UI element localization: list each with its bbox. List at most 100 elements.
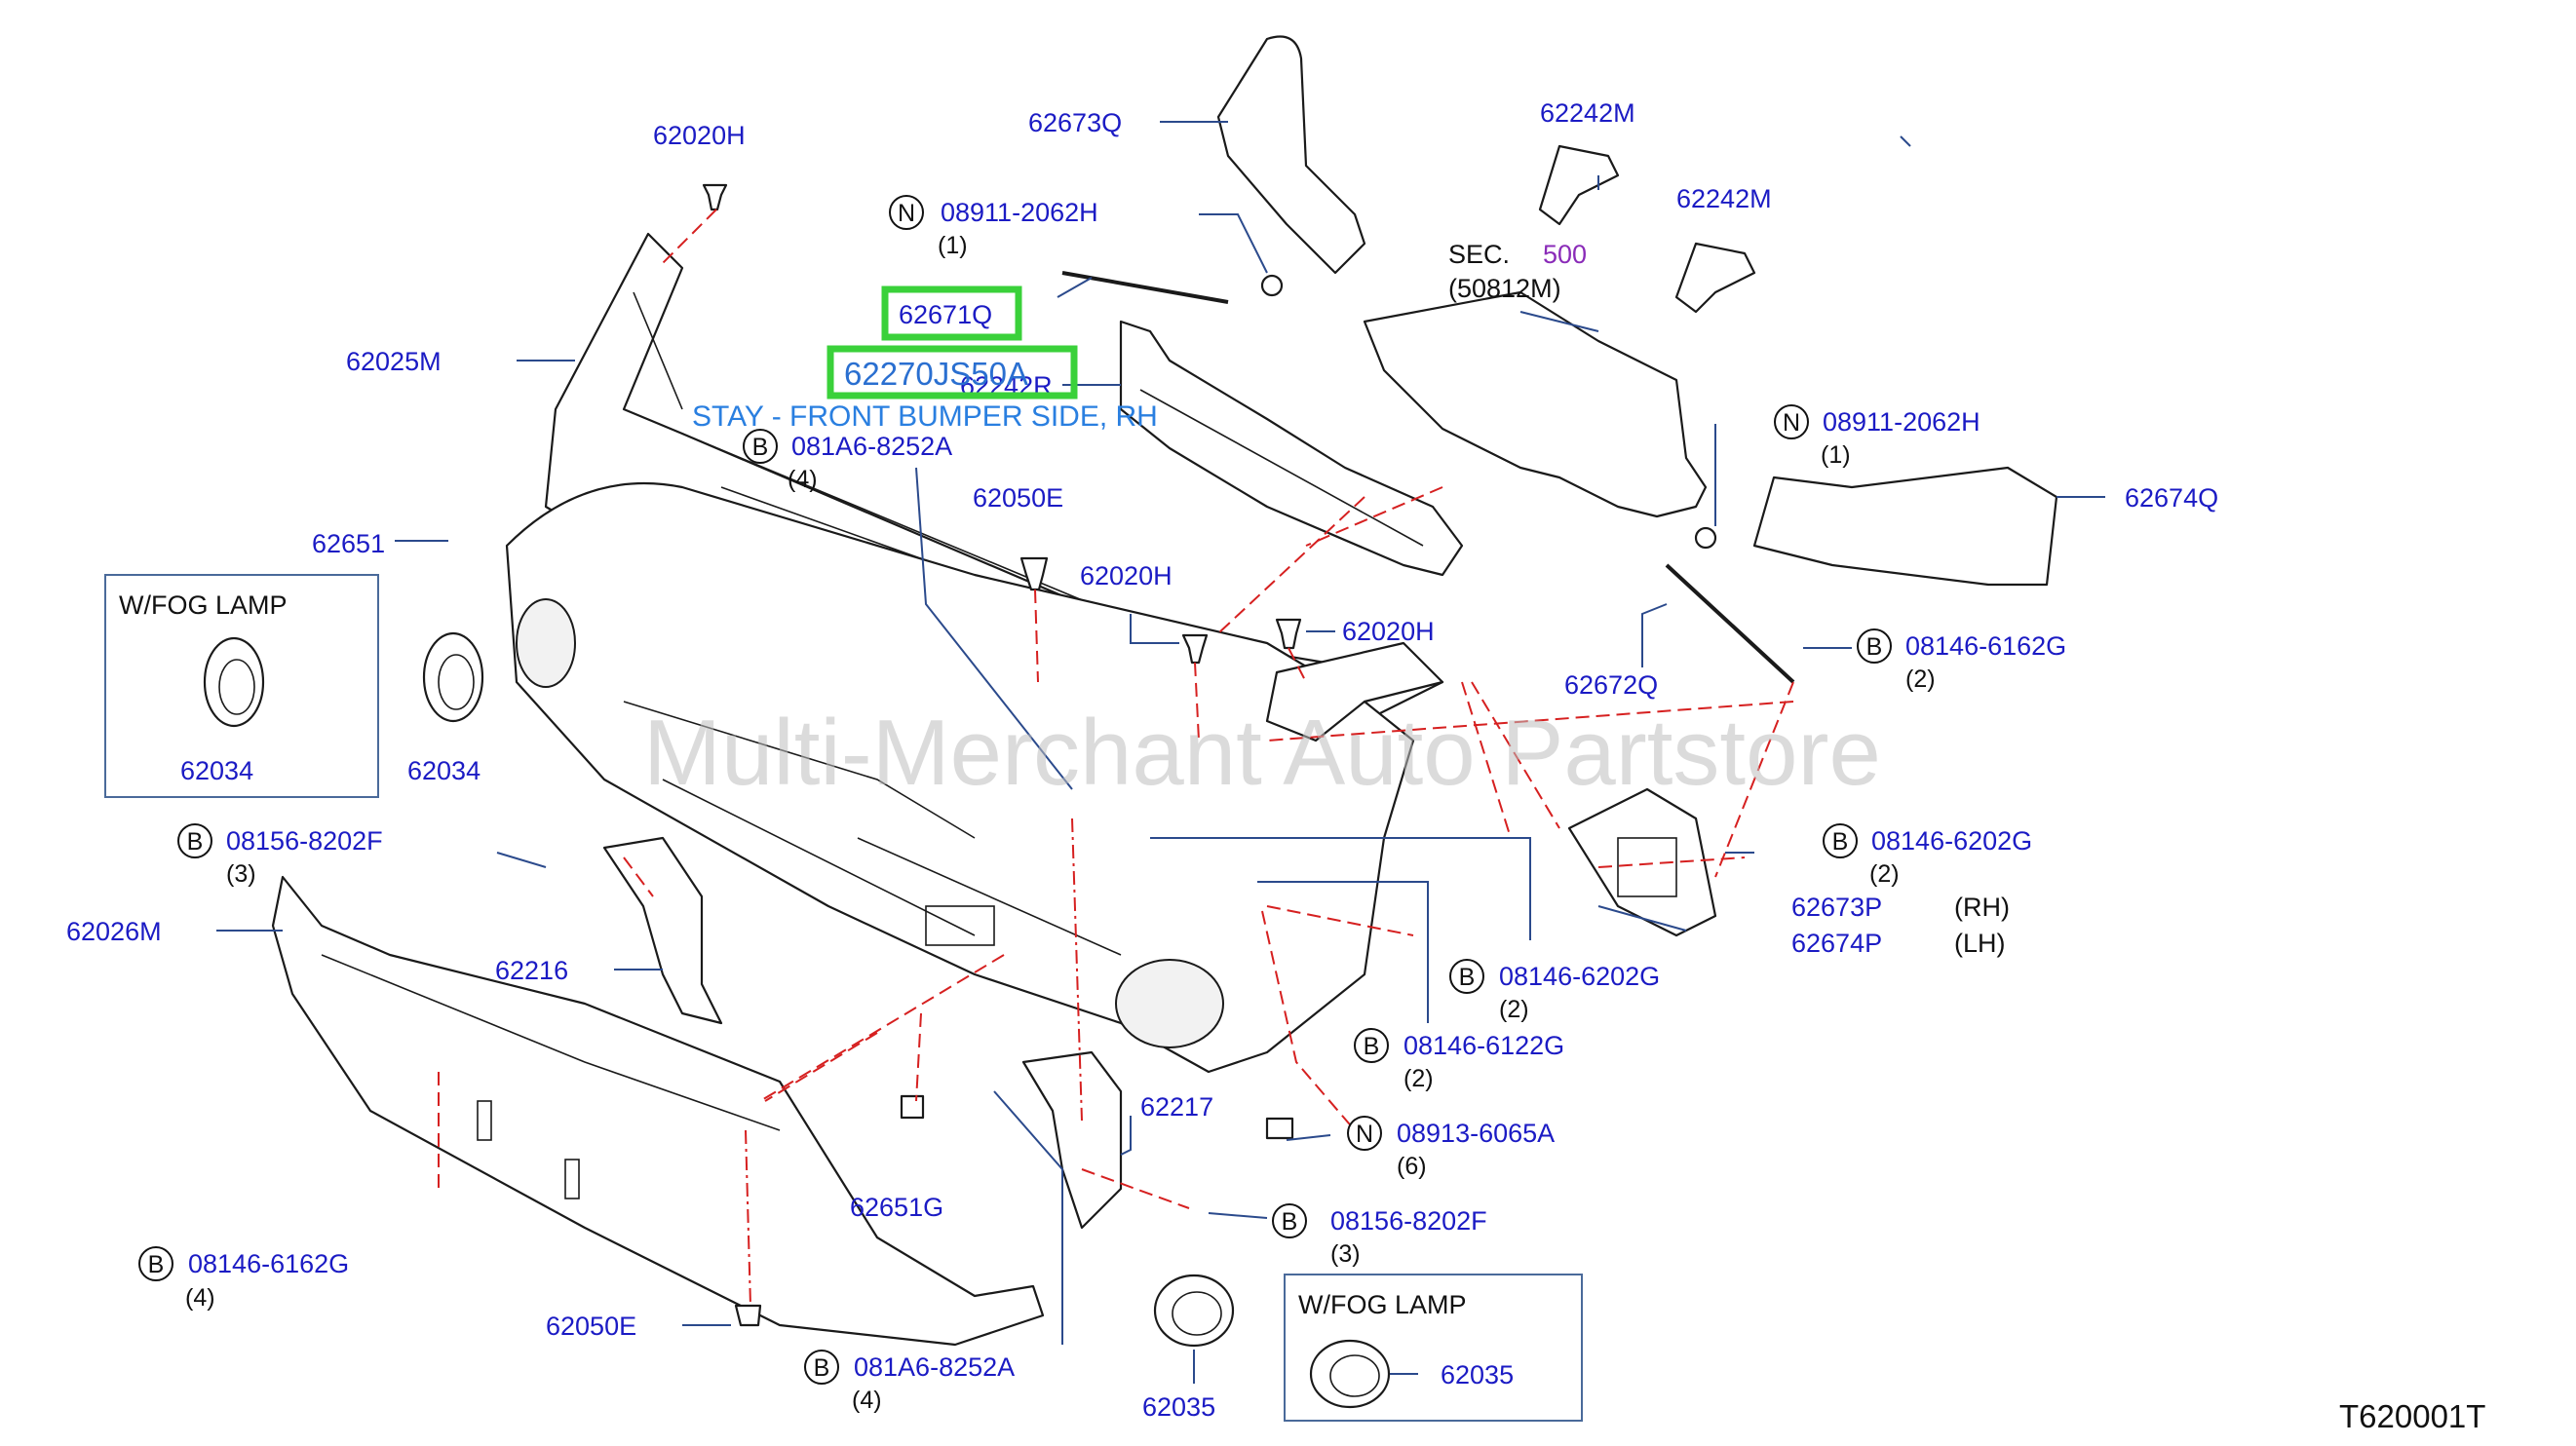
clip-62020h-top[interactable] bbox=[702, 183, 728, 211]
clip-62020h-mid[interactable] bbox=[1181, 633, 1209, 665]
qty-08146-6162g-b: (4) bbox=[185, 1284, 215, 1312]
leader-lines bbox=[216, 121, 2105, 1384]
bracket-62242m-a[interactable] bbox=[1538, 144, 1620, 226]
qty-08146-6202g-a: (2) bbox=[1869, 860, 1900, 888]
bumper-side-cover-62674q[interactable] bbox=[1752, 466, 2058, 587]
label-08156-b[interactable]: 08156-8202F bbox=[1330, 1206, 1487, 1236]
svg-text:B: B bbox=[752, 434, 769, 461]
note-box-right-part[interactable]: 62035 bbox=[1441, 1360, 1514, 1389]
under-cover-50812m[interactable] bbox=[1363, 290, 1708, 518]
front-bumper-fascia-62651[interactable] bbox=[505, 481, 1415, 1074]
selected-part-box[interactable]: 62242R 62270JS50A bbox=[827, 345, 1078, 400]
bumper-lower-reinforcement-62026m[interactable] bbox=[271, 875, 1045, 1347]
label-62020h-right[interactable]: 62020H bbox=[1342, 617, 1435, 646]
assembly-guides bbox=[438, 209, 1794, 1307]
b-marker-08156-a: B bbox=[177, 823, 212, 858]
label-081a6-a[interactable]: 081A6-8252A bbox=[791, 432, 952, 461]
label-62651[interactable]: 62651 bbox=[312, 529, 385, 558]
fog-lamp-cover-62034[interactable] bbox=[422, 631, 484, 723]
n-marker-08911-a: N bbox=[889, 195, 924, 230]
label-62020h-mid[interactable]: 62020H bbox=[1080, 561, 1173, 590]
fog-lamp-cover-62035[interactable] bbox=[1153, 1274, 1235, 1348]
svg-text:N: N bbox=[1356, 1121, 1373, 1148]
label-62050e-bottom[interactable]: 62050E bbox=[546, 1312, 636, 1341]
n-marker-08913: N bbox=[1347, 1116, 1382, 1151]
n-marker-08911-b: N bbox=[1774, 404, 1809, 439]
label-62673q[interactable]: 62673Q bbox=[1028, 108, 1122, 137]
nut-62651g[interactable] bbox=[900, 1094, 925, 1120]
label-62026m[interactable]: 62026M bbox=[66, 917, 162, 946]
clip-62050e-top[interactable] bbox=[1019, 556, 1049, 591]
label-62242m-b[interactable]: 62242M bbox=[1676, 184, 1772, 213]
clip-08913[interactable] bbox=[1265, 1117, 1294, 1140]
label-62242m-a[interactable]: 62242M bbox=[1540, 98, 1635, 128]
nut-08911-b[interactable] bbox=[1694, 526, 1717, 550]
label-08911-a[interactable]: 08911-2062H bbox=[941, 198, 1098, 227]
b-marker-08146-6122g: B bbox=[1354, 1028, 1389, 1063]
qty-08146-6122g: (2) bbox=[1403, 1065, 1434, 1092]
bumper-stay-rod-62672q[interactable] bbox=[1665, 563, 1795, 684]
bumper-side-bracket-62673p[interactable] bbox=[1567, 787, 1717, 937]
label-08146-6162g-b[interactable]: 08146-6162G bbox=[188, 1249, 349, 1278]
label-62651g[interactable]: 62651G bbox=[850, 1193, 943, 1222]
label-08146-6202g-a[interactable]: 08146-6202G bbox=[1871, 826, 2032, 856]
fascia-extension[interactable] bbox=[1265, 641, 1444, 742]
bumper-stay-rod-62671q[interactable] bbox=[1061, 271, 1229, 304]
watermark: Multi-Merchant Auto Partstore bbox=[643, 701, 1881, 805]
label-08146-6122g[interactable]: 08146-6122G bbox=[1403, 1031, 1564, 1060]
qty-08911-b: (1) bbox=[1821, 441, 1851, 469]
selected-part-number[interactable]: 62270JS50A bbox=[844, 356, 1028, 392]
note-box-left-title: W/FOG LAMP bbox=[119, 590, 288, 620]
svg-text:B: B bbox=[1832, 828, 1849, 856]
bracket-62217[interactable] bbox=[1021, 1050, 1123, 1230]
label-08156-a[interactable]: 08156-8202F bbox=[226, 826, 383, 856]
qty-08146-6202g-b: (2) bbox=[1499, 996, 1529, 1023]
label-62035[interactable]: 62035 bbox=[1142, 1392, 1215, 1422]
label-62034[interactable]: 62034 bbox=[407, 756, 481, 785]
b-marker-08146-6202g-b: B bbox=[1449, 959, 1484, 994]
sec-part[interactable]: (50812M) bbox=[1448, 274, 1561, 303]
label-08146-6162g-a[interactable]: 08146-6162G bbox=[1905, 631, 2066, 661]
selected-part-description: STAY - FRONT BUMPER SIDE, RH bbox=[692, 400, 1158, 433]
b-marker-08146-6202g-a: B bbox=[1823, 823, 1858, 858]
svg-text:B: B bbox=[814, 1354, 830, 1382]
qty-08913: (6) bbox=[1397, 1153, 1427, 1180]
bracket-62242m-b[interactable] bbox=[1674, 242, 1756, 314]
label-62674p[interactable]: 62674P bbox=[1791, 929, 1882, 958]
side-62674p: (LH) bbox=[1954, 929, 2006, 958]
label-62050e-top[interactable]: 62050E bbox=[973, 483, 1063, 513]
label-62020h-top[interactable]: 62020H bbox=[653, 121, 746, 150]
label-08913[interactable]: 08913-6065A bbox=[1397, 1119, 1555, 1148]
bumper-side-cover-62673q[interactable] bbox=[1216, 35, 1366, 275]
note-box-right-title: W/FOG LAMP bbox=[1298, 1290, 1467, 1319]
diagram-reference: T620001T bbox=[2339, 1398, 2485, 1434]
label-081a6-b[interactable]: 081A6-8252A bbox=[854, 1352, 1015, 1382]
label-62673p[interactable]: 62673P bbox=[1791, 893, 1882, 922]
b-marker-08146-6162g-a: B bbox=[1857, 628, 1892, 664]
qty-081a6-b: (4) bbox=[852, 1387, 882, 1414]
label-62671q[interactable]: 62671Q bbox=[899, 300, 992, 329]
label-62025m[interactable]: 62025M bbox=[346, 347, 442, 376]
label-08911-b[interactable]: 08911-2062H bbox=[1823, 407, 1980, 437]
label-62217[interactable]: 62217 bbox=[1140, 1092, 1213, 1122]
sec-number[interactable]: 500 bbox=[1543, 240, 1587, 269]
highlight-62671q[interactable]: 62671Q bbox=[881, 285, 1022, 341]
label-08146-6202g-b[interactable]: 08146-6202G bbox=[1499, 962, 1660, 991]
qty-08911-a: (1) bbox=[938, 232, 968, 259]
label-62216[interactable]: 62216 bbox=[495, 956, 568, 985]
fog-lamp-note-box-left: W/FOG LAMP 62034 bbox=[104, 574, 379, 798]
bracket-62216[interactable] bbox=[602, 836, 723, 1025]
qty-08146-6162g-a: (2) bbox=[1905, 666, 1936, 693]
front-bumper-side-stay-62270js50a[interactable] bbox=[1119, 320, 1464, 577]
label-62672q[interactable]: 62672Q bbox=[1564, 670, 1658, 700]
label-62674q[interactable]: 62674Q bbox=[2125, 483, 2218, 513]
svg-text:N: N bbox=[1783, 409, 1800, 437]
nut-08911-a[interactable] bbox=[1260, 274, 1284, 297]
b-marker-08156-b: B bbox=[1272, 1203, 1307, 1238]
clip-62020h-right[interactable] bbox=[1275, 618, 1302, 650]
clip-62050e-bottom[interactable] bbox=[734, 1304, 762, 1327]
note-box-left-part[interactable]: 62034 bbox=[180, 756, 253, 785]
svg-text:B: B bbox=[1364, 1033, 1380, 1060]
svg-text:B: B bbox=[1282, 1208, 1298, 1236]
